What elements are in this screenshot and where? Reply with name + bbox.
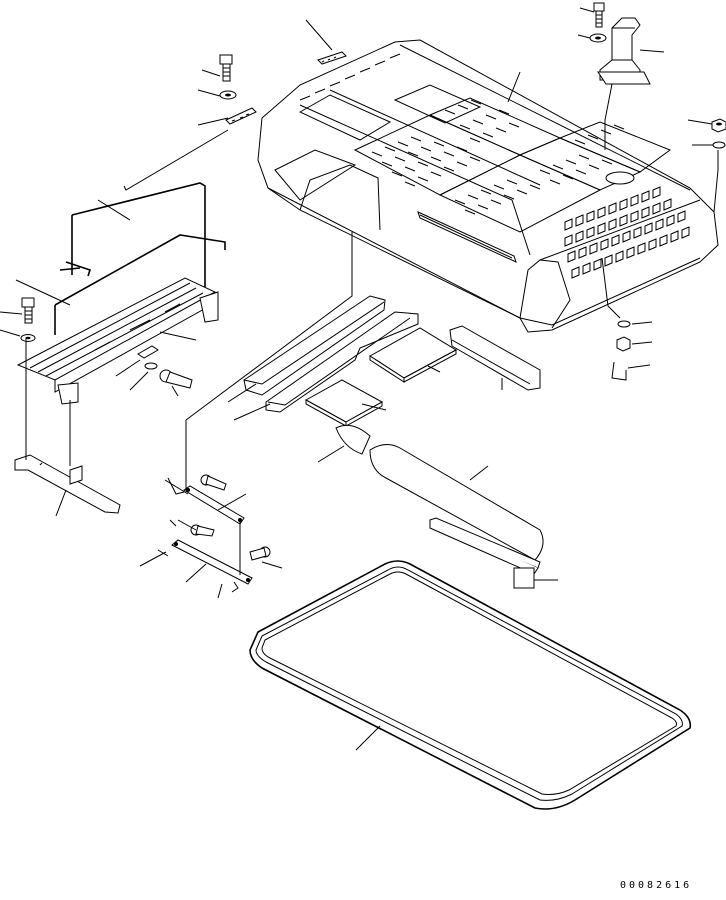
roll-short [335,424,371,455]
support-rod [54,182,226,335]
bolt-top-right [593,2,605,28]
link-lower [171,539,253,585]
pad-square-2 [304,379,384,427]
leader-lines [0,7,719,751]
small-plate [137,345,159,359]
seal-frame [249,560,692,810]
pin-3 [249,546,271,561]
small-bracket-top [317,51,347,65]
exhaust-elbow [597,17,651,85]
roll-long [369,444,544,561]
bolt-left [21,297,35,324]
pad-square-1 [369,327,458,383]
strip-2 [513,567,535,589]
pad-long [449,325,541,391]
pin-2 [190,524,215,537]
link-upper [183,485,245,525]
washer-mid [144,362,158,370]
trim-right [265,311,419,413]
clip-upper-left [225,107,257,125]
clip-lower-right [611,361,627,381]
bolt-mid [159,369,193,389]
lower-left-bracket [14,454,121,514]
document-id: 00082616 [620,880,693,891]
nut-lower-right [616,336,631,352]
roof-cover [257,39,719,333]
tray-bracket [16,277,219,405]
pin-1 [200,474,227,491]
bolt-upper-left [219,54,233,82]
washer-right [712,141,726,149]
washer-lower-right [617,320,631,328]
link-rod [185,420,241,575]
nut-right [711,118,726,133]
strip-1 [429,517,541,575]
